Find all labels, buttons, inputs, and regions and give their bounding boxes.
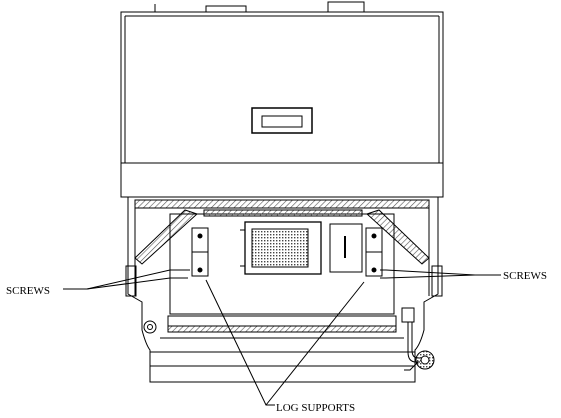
grate-rail <box>143 307 415 339</box>
burner-assembly <box>240 221 363 275</box>
leader-lines <box>63 269 501 406</box>
hood-handle <box>251 107 313 134</box>
log-supports-label: LOG SUPPORTS <box>276 402 356 414</box>
log-support-right <box>365 227 383 277</box>
top-hood <box>120 1 444 198</box>
firebox-back-wall <box>169 209 395 315</box>
screws-label-right: SCREWS <box>503 270 548 282</box>
log-support-left <box>191 227 209 277</box>
gas-valve <box>404 322 435 371</box>
screws-label-left: SCREWS <box>6 285 51 297</box>
firebox-frame <box>125 197 443 383</box>
